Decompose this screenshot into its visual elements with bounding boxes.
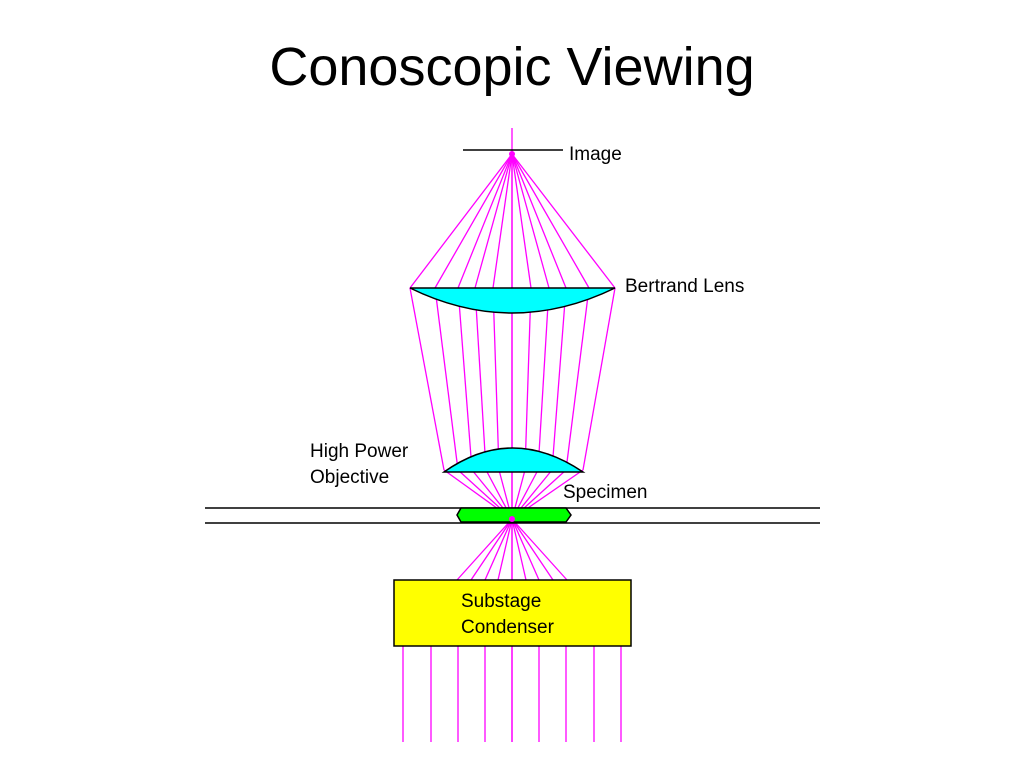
slide-title: Conoscopic Viewing bbox=[269, 37, 755, 97]
ray-image-to-bertrand bbox=[511, 153, 567, 289]
ray-bertrand-to-objective bbox=[524, 287, 532, 471]
ray-bertrand-to-objective bbox=[492, 287, 500, 471]
condenser-label-line1: Substage bbox=[461, 591, 541, 612]
ray-image-to-bertrand bbox=[511, 153, 590, 289]
image-focal-point bbox=[509, 151, 515, 157]
ray-specimen-to-condenser bbox=[511, 518, 540, 581]
light-rays bbox=[402, 128, 622, 742]
ray-image-to-bertrand bbox=[457, 153, 513, 289]
objective-lens bbox=[441, 447, 586, 473]
ray-specimen-to-condenser bbox=[497, 518, 513, 581]
ray-bertrand-to-objective bbox=[537, 287, 550, 471]
ray-bertrand-to-objective bbox=[582, 287, 616, 471]
ray-bertrand-to-objective bbox=[565, 287, 590, 471]
specimen-label: Specimen bbox=[563, 482, 648, 503]
bertrand-lens bbox=[409, 287, 616, 314]
ray-bertrand-to-objective bbox=[474, 287, 487, 471]
specimen-focal-point bbox=[509, 516, 515, 522]
ray-specimen-to-condenser bbox=[470, 518, 513, 581]
ray-specimen-to-condenser bbox=[511, 518, 527, 581]
ray-image-to-bertrand bbox=[409, 153, 513, 289]
bertrand-lens-label: Bertrand Lens bbox=[625, 276, 744, 297]
ray-bertrand-to-objective bbox=[551, 287, 567, 471]
ray-image-to-bertrand bbox=[511, 153, 616, 289]
ray-image-to-bertrand bbox=[434, 153, 513, 289]
ray-image-to-bertrand bbox=[492, 153, 513, 289]
ray-bertrand-to-objective bbox=[457, 287, 473, 471]
ray-bertrand-to-objective bbox=[409, 287, 445, 471]
specimen bbox=[456, 507, 572, 523]
condenser-label-line2: Condenser bbox=[461, 617, 555, 638]
image-label: Image bbox=[569, 144, 622, 165]
ray-image-to-bertrand bbox=[474, 153, 513, 289]
objective-label-line1: High Power bbox=[310, 441, 409, 462]
substage-condenser bbox=[393, 579, 632, 647]
objective-label-line2: Objective bbox=[310, 467, 389, 488]
ray-image-to-bertrand bbox=[511, 153, 532, 289]
ray-specimen-to-condenser bbox=[456, 518, 513, 581]
ray-specimen-to-condenser bbox=[511, 518, 554, 581]
ray-bertrand-to-objective bbox=[434, 287, 459, 471]
ray-image-to-bertrand bbox=[511, 153, 550, 289]
ray-specimen-to-condenser bbox=[511, 518, 568, 581]
ray-specimen-to-condenser bbox=[484, 518, 513, 581]
